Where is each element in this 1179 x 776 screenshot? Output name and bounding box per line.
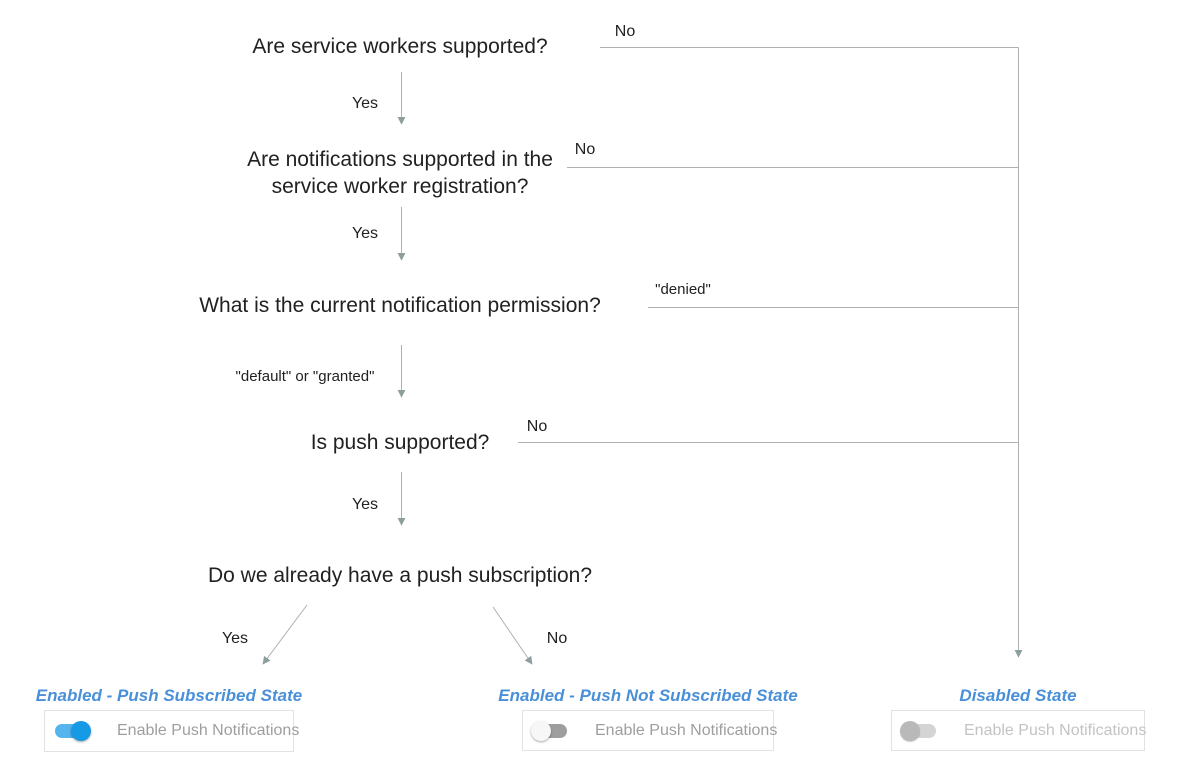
push-notifications-toggle-on[interactable] <box>53 721 93 741</box>
toggle-label: Enable Push Notifications <box>117 722 300 739</box>
edge-label-q5-yes: Yes <box>221 630 249 647</box>
push-toggle-card-disabled: Enable Push Notifications <box>891 710 1147 751</box>
push-notifications-toggle-off[interactable] <box>531 720 571 741</box>
question-notification-permission: What is the current notification permiss… <box>199 294 601 317</box>
toggle-thumb <box>531 720 551 741</box>
question-push-supported: Is push supported? <box>310 431 490 454</box>
edge-label-q1-no: No <box>614 23 636 40</box>
question-notifications-supported: Are notifications supported in the servi… <box>247 148 553 198</box>
state-enabled-push-subscribed: Enabled - Push Subscribed State Enable P… <box>23 686 315 752</box>
edge-label-q4-yes: Yes <box>351 496 379 513</box>
push-toggle-card-subscribed: Enable Push Notifications <box>44 710 299 752</box>
edge-label-q5-no: No <box>546 630 568 647</box>
state-title: Disabled State <box>959 686 1077 705</box>
push-toggle-card-not-subscribed: Enable Push Notifications <box>522 710 778 751</box>
toggle-label: Enable Push Notifications <box>595 721 778 739</box>
edge-label-q3-denied: "denied" <box>655 281 711 298</box>
toggle-label: Enable Push Notifications <box>964 721 1147 739</box>
state-enabled-push-not-subscribed: Enabled - Push Not Subscribed State Enab… <box>498 686 798 751</box>
edge-label-q2-no: No <box>574 141 596 158</box>
edge-label-q1-yes: Yes <box>351 95 379 112</box>
toggle-thumb <box>900 720 920 741</box>
push-notifications-toggle-disabled <box>900 720 940 741</box>
state-title: Enabled - Push Not Subscribed State <box>498 686 798 705</box>
edge-label-q2-yes: Yes <box>351 225 379 242</box>
state-disabled: Disabled State Enable Push Notifications <box>868 686 1168 751</box>
edge-q5-yes-line <box>262 604 308 665</box>
edge-label-q4-no: No <box>526 418 548 435</box>
state-title: Enabled - Push Subscribed State <box>35 686 303 705</box>
edge-q5-no-line <box>492 606 533 665</box>
toggle-thumb <box>71 721 91 741</box>
question-service-workers-supported: Are service workers supported? <box>252 35 548 58</box>
question-existing-push-subscription: Do we already have a push subscription? <box>207 564 593 587</box>
edge-label-q3-default-or-granted: "default" or "granted" <box>235 368 375 385</box>
